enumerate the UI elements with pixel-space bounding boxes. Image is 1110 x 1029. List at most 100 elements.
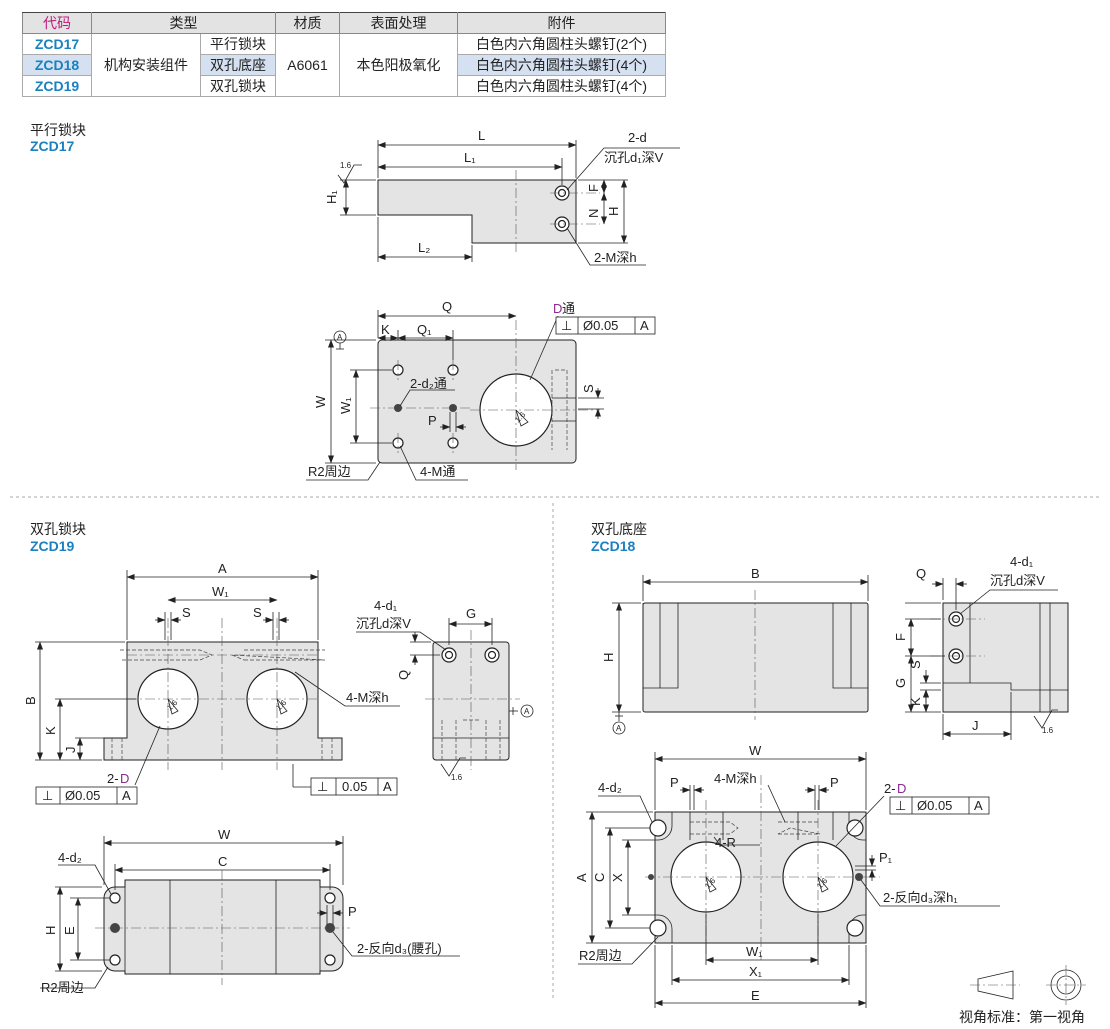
label-D: D — [897, 781, 906, 796]
label-Q: Q — [442, 299, 452, 314]
zcd17-top-view: Q K Q₁ A W W₁ 2-d₂通 P S — [306, 299, 656, 481]
label-J: J — [972, 718, 979, 733]
label-L2: L₂ — [418, 240, 430, 255]
zcd19-title: 双孔锁块 — [30, 521, 86, 537]
spec-table: 代码 类型 材质 表面处理 附件 ZCD17 机构安装组件 平行锁块 A6061… — [22, 12, 666, 97]
label-R2: R2周边 — [41, 980, 84, 995]
zcd18-code: ZCD18 — [591, 538, 636, 554]
view-standard-label: 视角标准：第一视角 — [959, 1009, 1085, 1025]
label-E: E — [751, 988, 760, 1003]
label-E: E — [62, 926, 77, 935]
zcd17-code: ZCD17 — [30, 138, 75, 154]
label-G: G — [466, 606, 476, 621]
label-Q: Q — [396, 670, 411, 680]
datum-A-circle: A — [616, 724, 622, 733]
th-code: 代码 — [22, 12, 92, 34]
rough-mark: 1.6 — [340, 161, 352, 170]
zcd19-side-view: G Q 4-d₁ 沉孔d深V A 1.6 — [356, 598, 534, 782]
label-2m-depth: 2-M深h — [594, 250, 637, 265]
label-F: F — [893, 633, 908, 641]
label-W: W — [313, 395, 328, 408]
zcd19-front-view: A W₁ S S B K J 1.6 1.6 4-M深h 2- D — [23, 561, 400, 805]
th-type: 类型 — [91, 12, 276, 34]
label-B: B — [751, 566, 760, 581]
table-row: ZCD19 双孔锁块 白色内六角圆柱头螺钉(4个) — [22, 75, 666, 97]
datum-A-circle: A — [524, 707, 530, 716]
row-code: ZCD18 — [22, 54, 92, 76]
label-2D-prefix: 2- — [107, 771, 119, 786]
first-angle-projection-symbol: 视角标准：第一视角 — [959, 965, 1086, 1025]
label-A: A — [574, 873, 589, 882]
label-Q1: Q₁ — [417, 322, 432, 337]
label-rev-d3-h1: 2-反向d₃深h₁ — [883, 890, 958, 905]
tol-datum: A — [640, 318, 649, 333]
label-W: W — [749, 743, 762, 758]
label-H1: H₁ — [324, 190, 339, 204]
label-H: H — [601, 653, 616, 662]
label-4m-thru: 4-M通 — [420, 464, 455, 479]
label-2d: 2-d — [628, 130, 647, 145]
tol-datum: A — [974, 798, 983, 813]
label-D-thru: 通 — [562, 301, 575, 316]
label-4m-depth: 4-M深h — [714, 771, 757, 786]
row-type: 双孔底座 — [200, 54, 276, 76]
label-cb-d1v: 沉孔d₁深V — [604, 150, 664, 165]
label-H: H — [606, 207, 621, 216]
table-header: 代码 类型 材质 表面处理 附件 — [22, 12, 666, 34]
zcd18-side-view: Q F G S K J 4-d₁ 沉孔d深V 1.6 — [893, 554, 1069, 740]
tol-perp: ⊥ — [42, 788, 53, 803]
label-2D-prefix: 2- — [884, 781, 896, 796]
label-P: P — [348, 904, 357, 919]
tol-datum: A — [122, 788, 131, 803]
th-accessory: 附件 — [457, 12, 666, 34]
rough-mark: 1.6 — [451, 773, 463, 782]
label-2d2: 2-d₂通 — [410, 376, 447, 391]
label-C: C — [218, 854, 227, 869]
label-D: D — [120, 771, 129, 786]
label-K: K — [43, 726, 58, 735]
row-code: ZCD19 — [22, 75, 92, 97]
row-surface: 本色阳极氧化 — [339, 33, 458, 97]
zcd19-top-view: W C H E 4-d₂ P 2-反向d₃(腰孔) R2周边 — [40, 827, 460, 995]
label-X: X — [610, 873, 625, 882]
zcd18-front-view: B H A — [601, 566, 869, 735]
label-W1: W₁ — [212, 584, 229, 599]
datum-A-circle: A — [337, 333, 343, 342]
label-L1: L₁ — [464, 150, 476, 165]
label-G: G — [893, 678, 908, 688]
tol-datum: A — [383, 779, 392, 794]
label-cb-dv: 沉孔d深V — [990, 573, 1045, 588]
label-D: D — [553, 301, 562, 316]
label-P: P — [830, 775, 839, 790]
label-P: P — [428, 413, 437, 428]
label-P1: P₁ — [879, 850, 893, 865]
tol-perp: ⊥ — [317, 779, 328, 794]
label-4d2: 4-d₂ — [598, 780, 622, 795]
label-4d2: 4-d₂ — [58, 850, 82, 865]
table-row: ZCD18 双孔底座 白色内六角圆柱头螺钉(4个) — [22, 54, 666, 76]
label-L: L — [478, 128, 485, 143]
label-Q: Q — [916, 566, 926, 581]
zcd17-title: 平行锁块 — [30, 122, 86, 138]
tol-perp: ⊥ — [561, 318, 572, 333]
label-4R: 4-R — [715, 835, 736, 850]
label-cb-dv: 沉孔d深V — [356, 616, 411, 631]
label-W1: W₁ — [746, 944, 763, 959]
tol-value: Ø0.05 — [65, 788, 100, 803]
label-H: H — [43, 926, 58, 935]
zcd18-title: 双孔底座 — [591, 521, 647, 537]
label-C: C — [592, 873, 607, 882]
label-J: J — [63, 747, 78, 754]
row-type: 双孔锁块 — [200, 75, 276, 97]
label-F: F — [586, 184, 601, 192]
table-row: ZCD17 机构安装组件 平行锁块 A6061 本色阳极氧化 白色内六角圆柱头螺… — [22, 33, 666, 97]
label-P: P — [670, 775, 679, 790]
rough-mark: 1.6 — [1042, 726, 1054, 735]
label-W1: W₁ — [338, 397, 353, 414]
label-S: S — [182, 605, 191, 620]
zcd19-code: ZCD19 — [30, 538, 75, 554]
label-S: S — [253, 605, 262, 620]
tol2-value: 0.05 — [342, 779, 367, 794]
label-W: W — [218, 827, 231, 842]
